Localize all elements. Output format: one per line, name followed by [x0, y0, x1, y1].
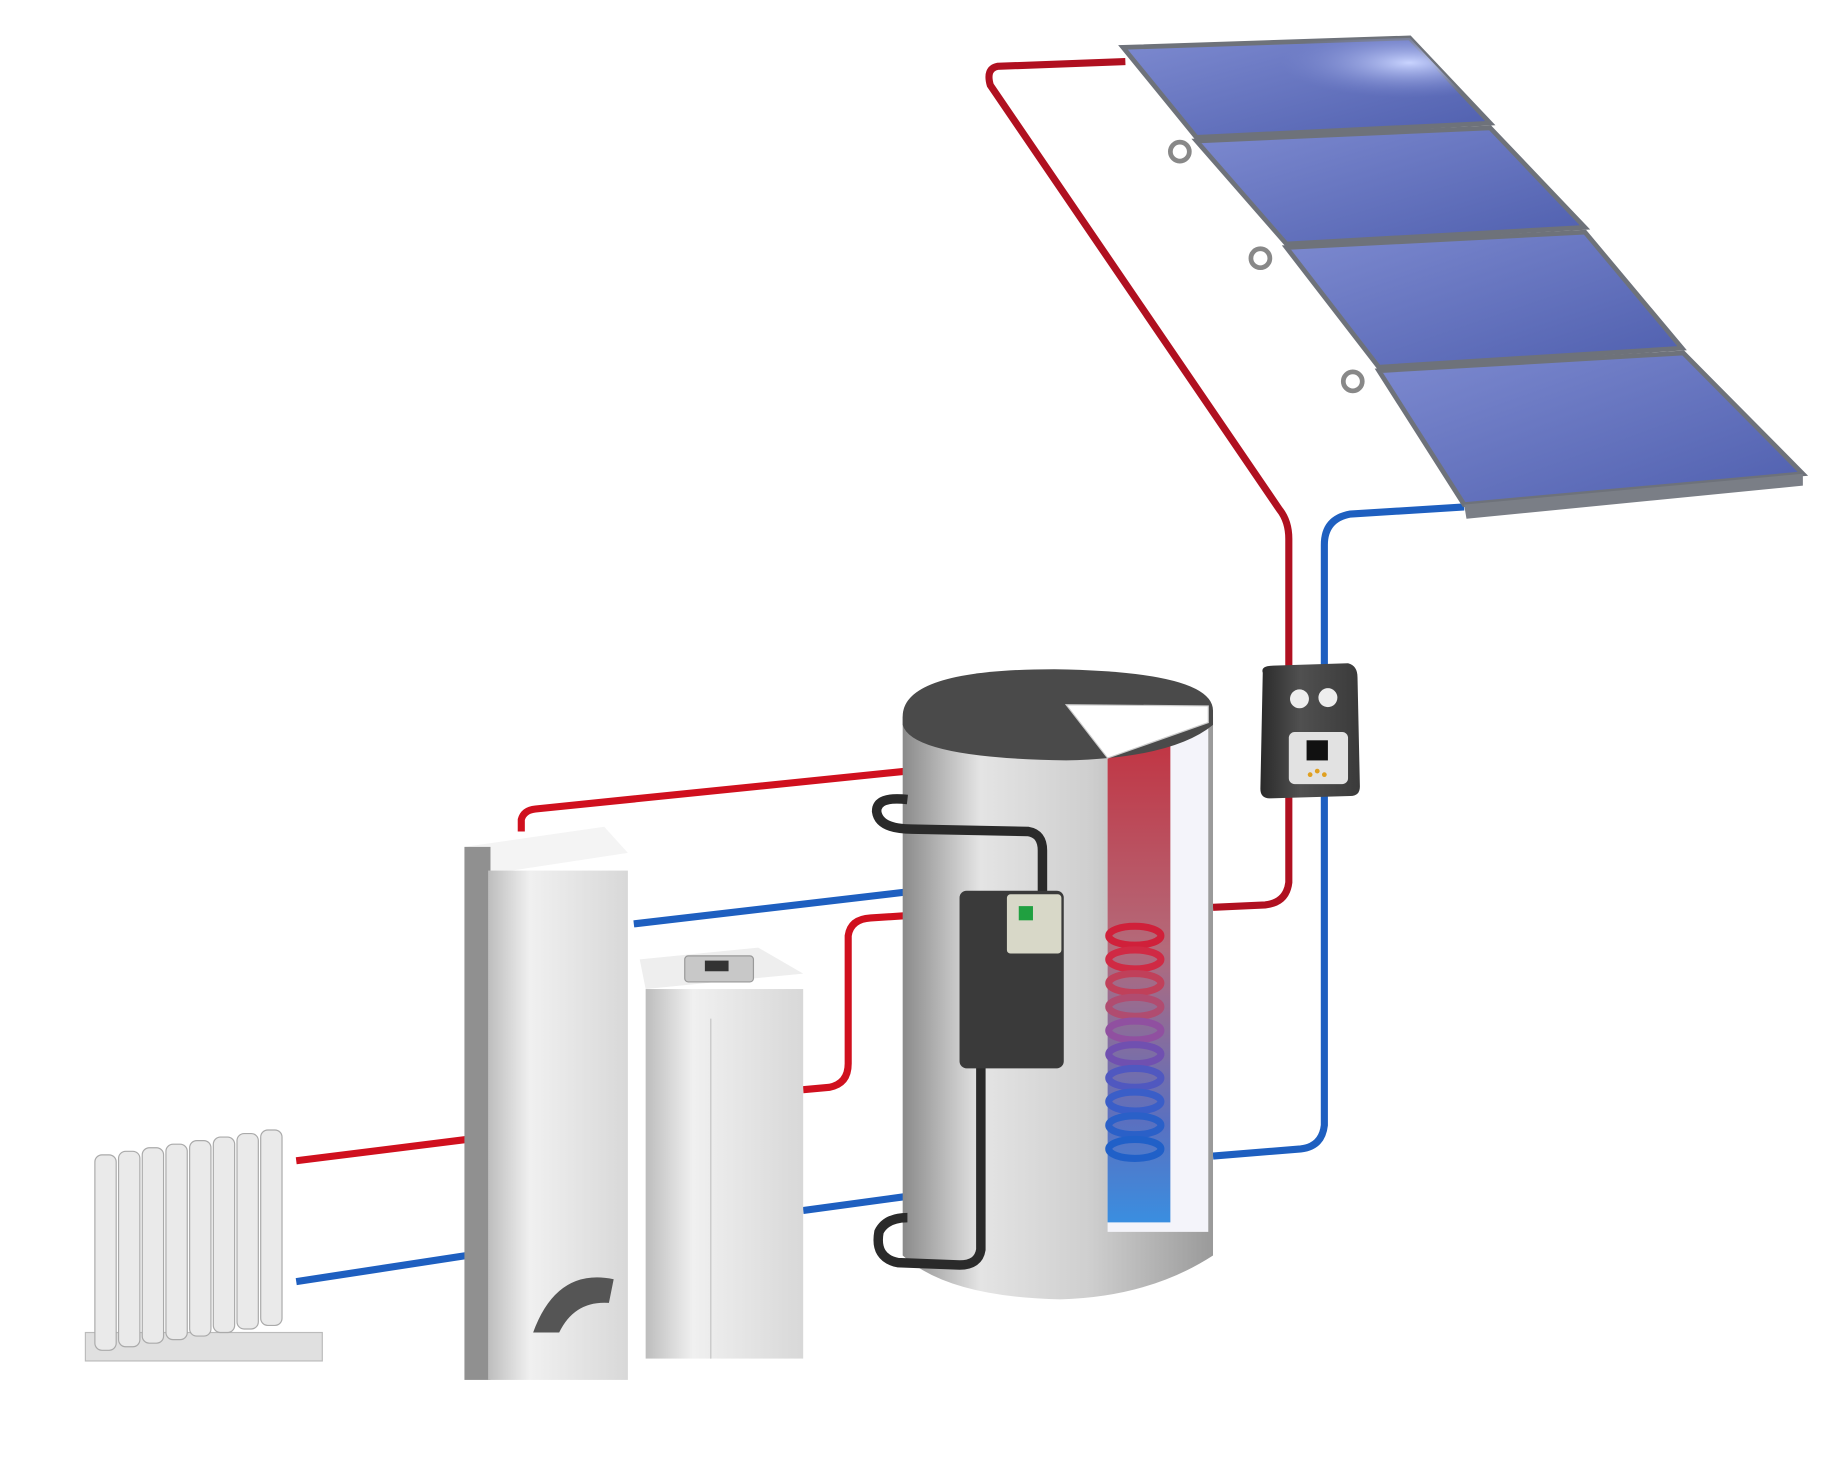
pressure-gauge — [1290, 689, 1309, 709]
boiler-unit — [464, 826, 804, 1380]
radiator-return-pipe — [295, 1252, 468, 1286]
solar-panel — [1281, 229, 1687, 370]
temperature-gauge — [1318, 688, 1338, 708]
boiler-return-pipe — [633, 888, 908, 928]
panel-connector — [1340, 369, 1365, 394]
radiator-flow-pipe — [295, 1135, 468, 1165]
solar-pump-station — [1260, 663, 1360, 799]
black-return-pipe — [873, 1063, 986, 1270]
solar-panel — [1118, 35, 1496, 140]
heating-flow-pipe — [802, 912, 908, 1094]
panel-connector — [1248, 246, 1273, 271]
radiator — [84, 1129, 323, 1362]
solar-hot-pipe — [985, 58, 1293, 911]
heating-return-pipe — [802, 1192, 908, 1215]
boiler-flow-to-tank-pipe — [517, 767, 908, 832]
tank-pump-group — [959, 890, 1064, 1069]
solar-cold-pipe — [1212, 503, 1465, 1160]
status-indicator — [1018, 906, 1033, 921]
manufacturer-logo — [533, 1277, 614, 1333]
solar-collector-array — [1118, 35, 1809, 519]
heat-exchanger-coil — [1105, 922, 1165, 1162]
black-flow-pipe — [871, 794, 1048, 895]
panel-connector — [1167, 139, 1192, 164]
solar-panel — [1191, 125, 1591, 247]
